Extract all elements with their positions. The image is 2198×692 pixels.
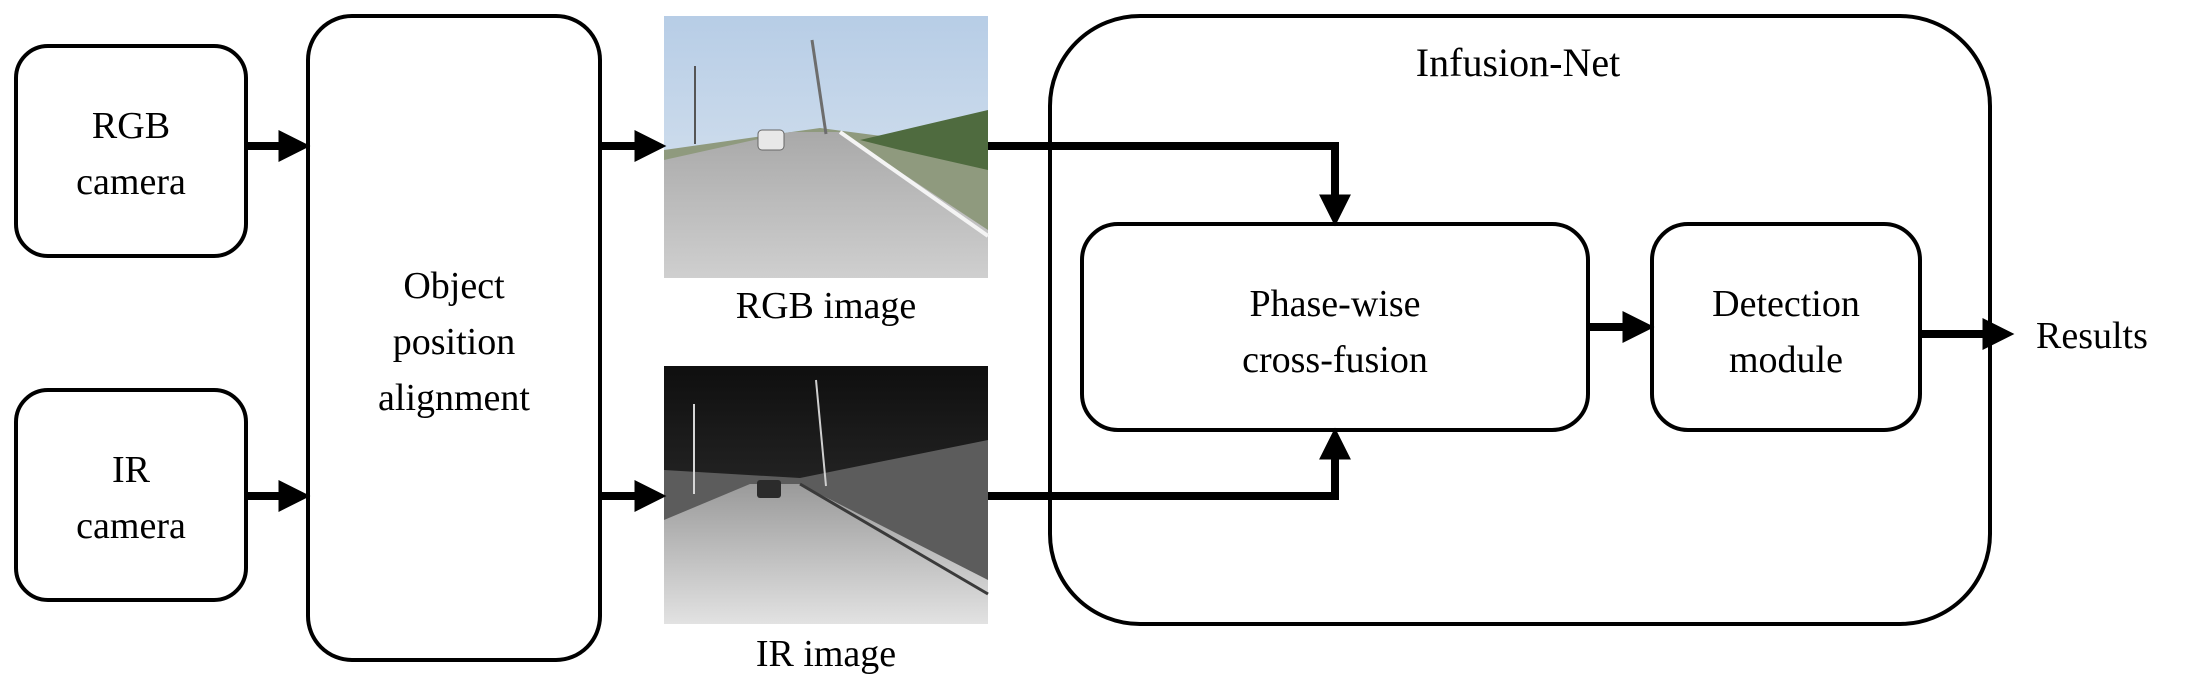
fusion-box — [1080, 222, 1590, 432]
ir-image-tree — [815, 379, 827, 487]
rgb-image-lane-line — [838, 130, 990, 238]
ir-image-rail — [799, 482, 989, 596]
ir-image-car — [757, 480, 781, 498]
rgb-image-thumbnail — [664, 16, 990, 278]
results-label: Results — [2036, 315, 2148, 357]
alignment-label-3: alignment — [378, 377, 530, 419]
alignment-box — [306, 14, 602, 662]
infusion-net-title: Infusion-Net — [1416, 40, 1620, 85]
rgb-image-hedge — [860, 110, 988, 170]
ir-camera-box — [14, 388, 248, 602]
rgb-image-to-fusion-arrow — [988, 142, 1351, 227]
rgb-image-car — [757, 129, 785, 151]
fusion-label-2: cross-fusion — [1242, 339, 1428, 381]
rgb-camera-label-2: camera — [76, 161, 186, 203]
rgb-image-road — [664, 132, 988, 278]
ir-image-thumbnail — [664, 366, 989, 624]
rgb-image-tree — [810, 39, 828, 135]
alignment-label-1: Object — [403, 265, 505, 307]
detection-box — [1650, 222, 1922, 432]
rgb-camera-box — [14, 44, 248, 258]
rgb-camera-label-1: RGB — [92, 105, 170, 147]
ir-image-to-fusion-arrow — [988, 427, 1351, 500]
rgb-camera-node: RGB camera — [14, 44, 248, 258]
ir-camera-label-1: IR — [112, 449, 151, 491]
ir-image-caption: IR image — [756, 633, 896, 675]
detection-label-1: Detection — [1712, 283, 1860, 325]
rgb-image-caption: RGB image — [736, 285, 916, 327]
fusion-node: Phase-wise cross-fusion — [1080, 222, 1590, 432]
detection-node: Detection module — [1650, 222, 1922, 432]
detection-label-2: module — [1729, 339, 1843, 381]
alignment-node: Object position alignment — [306, 14, 602, 662]
fusion-label-1: Phase-wise — [1250, 283, 1421, 325]
ir-camera-label-2: camera — [76, 505, 186, 547]
alignment-label-2: position — [393, 321, 515, 363]
ir-image-road — [664, 484, 988, 624]
connectors — [246, 130, 2015, 512]
ir-camera-node: IR camera — [14, 388, 248, 602]
